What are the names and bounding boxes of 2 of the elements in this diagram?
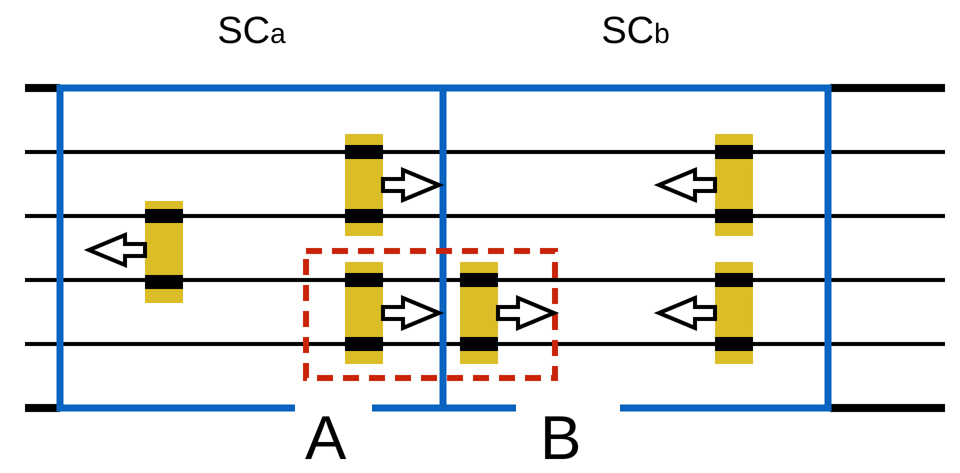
region-label: B xyxy=(540,408,582,470)
region-label: A xyxy=(305,408,346,470)
